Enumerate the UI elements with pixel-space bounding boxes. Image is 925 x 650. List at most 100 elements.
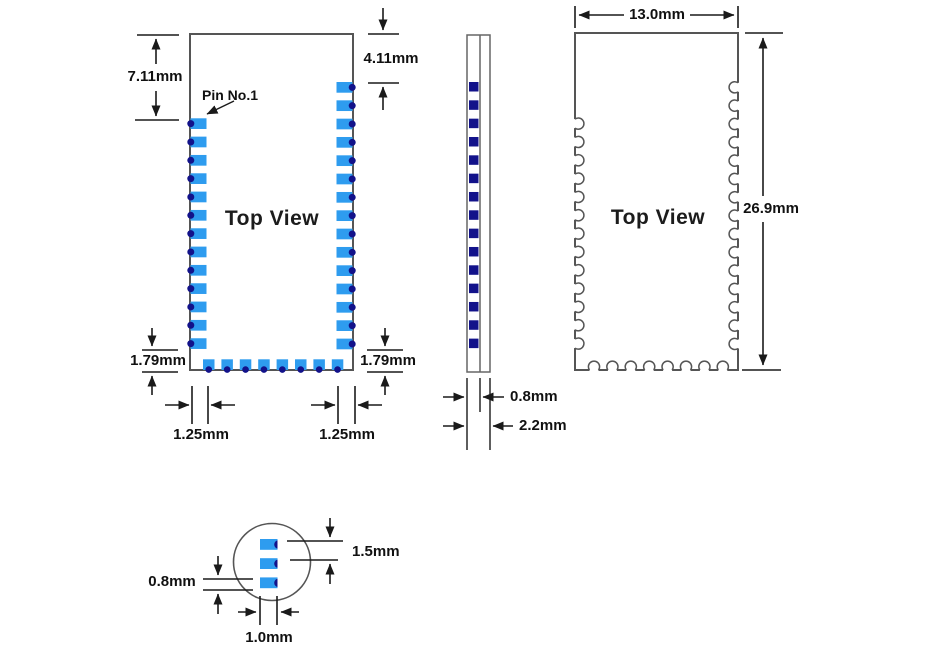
castellation-right (728, 117, 739, 131)
pad-left (190, 173, 207, 184)
side-pad-segment (469, 265, 479, 275)
dim-label-pad-thickness: 0.8mm (508, 387, 560, 406)
pad-right (336, 210, 353, 222)
detail-pad-dot (274, 559, 278, 568)
side-pad-segment (469, 173, 479, 184)
pad-left (190, 264, 207, 276)
pin1-leader-arrow (206, 100, 235, 115)
dim-label-bottom-right: 1.79mm (358, 351, 418, 370)
dim-1-79-right (367, 328, 403, 395)
pad-right (336, 155, 353, 167)
castellation-bottom (679, 360, 693, 371)
dim-26-9 (742, 32, 783, 371)
pad-left (190, 118, 207, 129)
side-pad-segment (469, 246, 479, 257)
pad-left (190, 319, 207, 331)
dim-0-8-detail (203, 556, 253, 614)
pin1-label: Pin No.1 (202, 87, 259, 103)
pad-right (336, 338, 353, 350)
castellation-left (574, 117, 585, 130)
dim-label-pad-width: 1.0mm (243, 628, 295, 647)
top-view-pad-layer (187, 82, 356, 373)
castellation-right (728, 300, 739, 314)
castellation-right (728, 319, 739, 332)
pad-bottom (313, 359, 325, 370)
dim-label-height: 26.9mm (741, 199, 801, 218)
detail-pad-dot (274, 540, 278, 549)
pad-dot (348, 157, 356, 165)
pad-dot (348, 230, 356, 238)
pad-bottom (295, 359, 307, 370)
detail-pad (260, 558, 278, 569)
pad-dot (187, 230, 195, 238)
pad-right (336, 228, 353, 240)
castellation-bottom (716, 360, 730, 371)
pad-dot (242, 366, 249, 373)
pad-left (190, 338, 207, 349)
pad-dot (205, 366, 213, 373)
castellation-left (574, 337, 585, 350)
pad-dot (348, 193, 356, 201)
top-view-pads-title: Top View (224, 207, 320, 230)
pad-right (336, 82, 353, 93)
dim-label-pad-pitch: 1.5mm (350, 542, 402, 561)
pad-left (190, 154, 207, 166)
pad-dot (348, 267, 356, 275)
side-pad-segment (469, 283, 479, 294)
dim-7-11 (135, 34, 179, 121)
pad-dot (348, 120, 356, 128)
side-pad-segment (469, 210, 479, 220)
pad-dot (348, 248, 356, 256)
pad-right (336, 118, 353, 130)
pad-dot (187, 285, 195, 293)
side-view-pad-layer (469, 82, 479, 349)
castellation-left (574, 318, 585, 332)
pad-dot (334, 366, 341, 373)
side-pad-segment (469, 301, 479, 312)
castellation-left (574, 190, 585, 204)
dim-label-pad-height: 0.8mm (146, 572, 198, 591)
side-pad-segment (469, 228, 479, 239)
dim-1-25-right (311, 386, 382, 424)
pad-dot (348, 212, 356, 220)
pad-bottom (258, 359, 270, 370)
dim-1-0-detail (238, 596, 299, 625)
top-view-pads-outline (189, 33, 354, 371)
pad-dot (187, 266, 195, 274)
pad-bottom (276, 359, 289, 370)
dim-label-width: 13.0mm (627, 5, 687, 24)
pad-right (336, 100, 353, 112)
castellation-left (574, 263, 585, 277)
pad-detail-circle (232, 522, 312, 602)
castellation-left (574, 153, 585, 167)
castellation-right (728, 190, 739, 204)
castellation-right (728, 154, 739, 167)
pad-left (190, 283, 207, 294)
castellation-bottom (624, 360, 638, 371)
pad-dot (348, 285, 356, 293)
castellation-bottom (661, 360, 674, 371)
dim-1-79-left (142, 328, 178, 395)
pad-dot (315, 366, 323, 373)
pad-dot (187, 340, 195, 348)
pad-dot (187, 211, 195, 219)
pad-dot (348, 102, 356, 110)
dim-1-5-detail (287, 518, 343, 584)
castellation-left (574, 135, 585, 149)
pad-left (190, 301, 207, 313)
pad-left (190, 209, 207, 221)
pad-left (190, 228, 207, 239)
dim-side-extensions (466, 378, 491, 450)
pad-right (336, 173, 353, 185)
pad-dot (187, 248, 195, 256)
dim-13-0 (574, 6, 739, 28)
castellation-right (728, 282, 739, 296)
dim-label-left-offset: 7.11mm (125, 67, 185, 86)
pad-right (336, 320, 353, 331)
pad-right (336, 191, 353, 203)
pad-dot (187, 120, 195, 128)
dim-label-right-offset: 4.11mm (361, 49, 421, 68)
castellation-left (574, 245, 585, 259)
